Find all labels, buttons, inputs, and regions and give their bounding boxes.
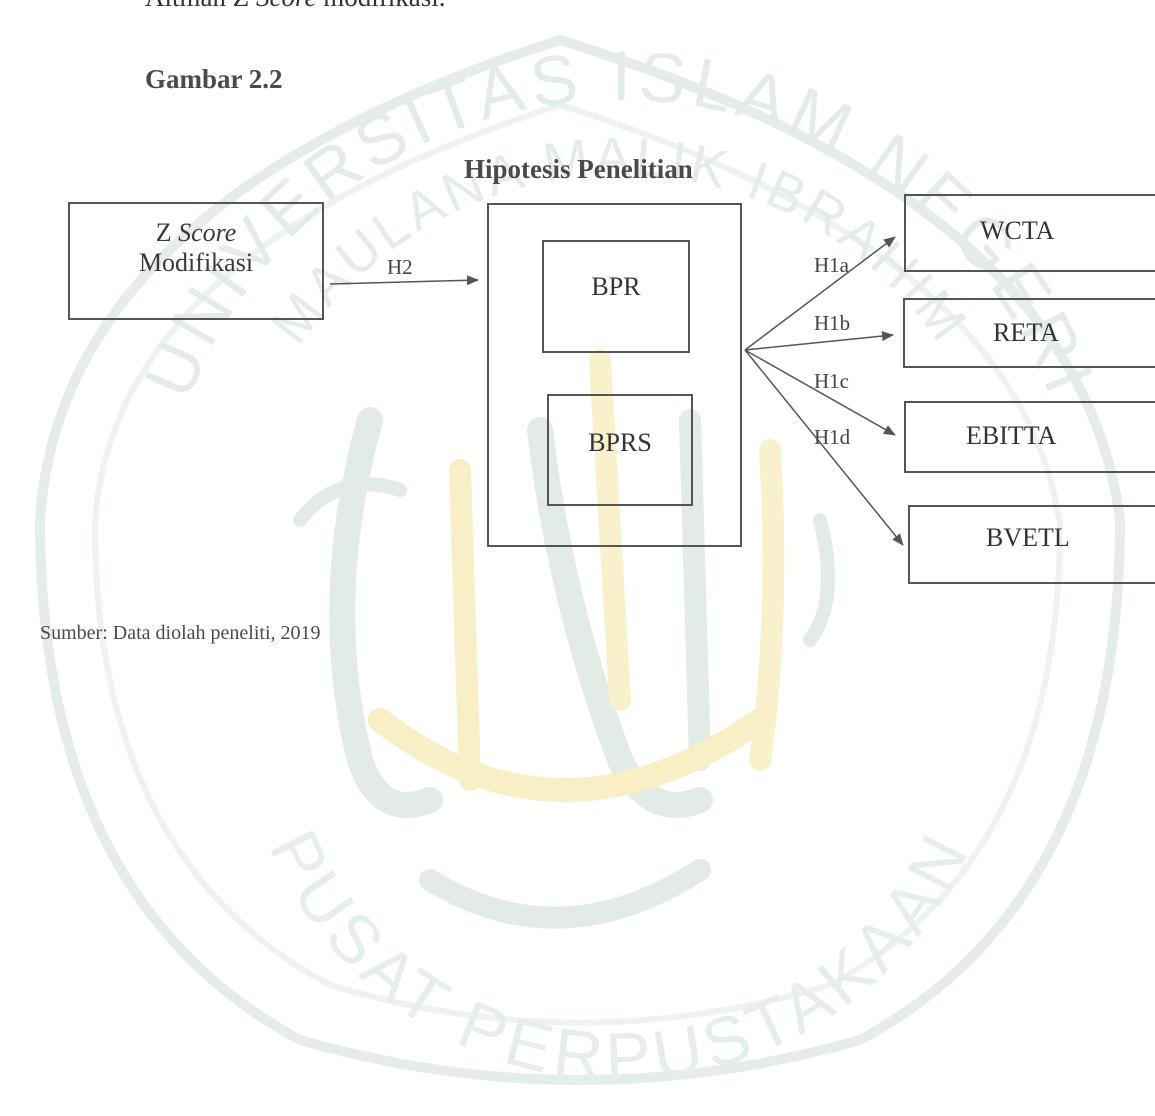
arrow-h1b [745, 335, 893, 350]
arrow-h2 [330, 280, 478, 284]
label-h2: H2 [387, 255, 413, 280]
label-h1d: H1d [814, 425, 850, 450]
label-h1a: H1a [814, 253, 849, 278]
source-note: Sumber: Data diolah peneliti, 2019 [40, 622, 321, 645]
label-h1b: H1b [814, 311, 850, 336]
label-h1c: H1c [814, 369, 849, 394]
